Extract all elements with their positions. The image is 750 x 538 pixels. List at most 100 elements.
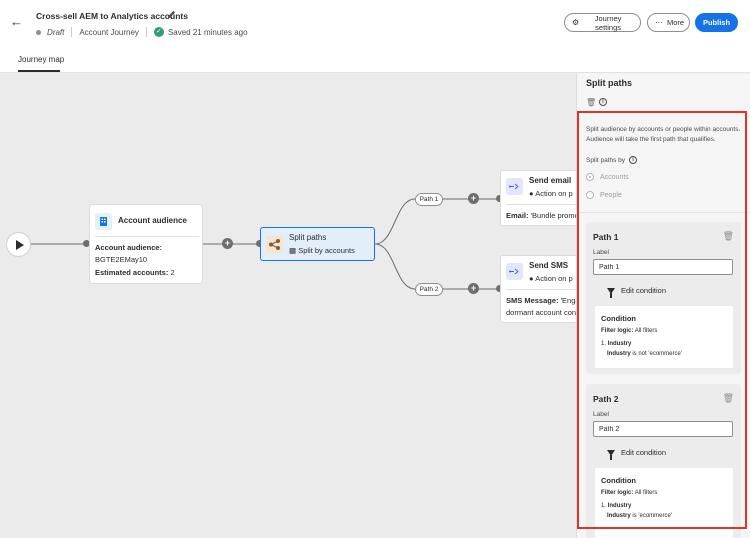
trash-icon[interactable]: 🗑 [722,231,734,241]
divider [71,27,73,37]
edit-condition-label: Edit condition [621,286,667,295]
edit-condition-label: Edit condition [621,448,667,457]
divider [577,212,750,213]
path-title: Path 1 [593,232,619,242]
journey-meta: Draft Account Journey ✓ Saved 21 minutes… [36,27,248,37]
action-on-text: Action on p [535,189,573,198]
info-icon[interactable]: i [599,98,607,106]
email-label: Email: [506,211,529,220]
panel-actions: 🗑 i [586,98,607,107]
node-title: Send SMS [529,261,569,270]
rule-name: Industry [607,503,632,509]
pencil-icon[interactable] [166,9,177,20]
person-icon: ● [529,189,534,198]
connector-lines [31,198,500,290]
sms-label: SMS Message: [506,296,559,305]
rule-index: 1. [601,503,607,509]
rule-text: is 'ecommerce' [632,513,672,519]
action-on-text: Action on p [535,274,573,283]
filter-logic: Filter logic: All filters [601,328,657,334]
add-step-icon[interactable]: + [468,193,479,204]
more-label: More [667,18,685,27]
edit-condition-button[interactable]: Edit condition [607,448,667,460]
condition-summary[interactable]: Condition Filter logic: All filters 1. I… [595,306,733,368]
checkmark-icon: ✓ [153,27,164,37]
trash-icon[interactable]: 🗑 [586,98,597,107]
path-label-input[interactable] [593,421,733,437]
panel-description: Split audience by accounts or people wit… [586,126,741,143]
connector-arrow-icon [83,240,90,247]
journey-settings-label: Journey settings [594,13,622,32]
radio-label: People [600,191,622,199]
split-by-field: Split paths by i [586,156,638,164]
sms-detail: SMS Message: 'Engag [506,296,584,305]
journey-header: ← Cross-sell AEM to Analytics accounts D… [0,0,750,73]
audience-label: Account audience: [95,243,163,252]
estimated-value: 2 [170,268,175,277]
filter-logic-value: All filters [634,328,658,334]
rule-text: is not 'ecommerce' [632,351,682,357]
highlight-box [577,111,747,529]
tab-journey-map[interactable]: Journey map [18,55,65,64]
node-title: Split paths [289,233,327,242]
path-title: Path 2 [593,394,619,404]
start-play-button[interactable] [6,232,31,257]
radio-label: Accounts [600,173,629,181]
edit-condition-button[interactable]: Edit condition [607,286,667,298]
divider [145,27,147,37]
condition-rule: Industry is 'ecommerce' [607,513,672,519]
saved-status: Saved 21 minutes ago [167,27,248,37]
path-1-pill[interactable]: Path 1 [415,193,443,206]
publish-button[interactable]: Publish [695,13,738,32]
more-button[interactable]: ··· More [647,13,690,32]
filter-logic-label: Filter logic: [601,490,634,496]
divider [95,236,199,237]
trash-icon[interactable]: 🗑 [722,393,734,403]
path-2-pill[interactable]: Path 2 [415,283,443,296]
estimated-label: Estimated accounts: [95,268,169,277]
rule-field: Industry [607,513,631,519]
radio-button[interactable] [586,173,594,181]
split-paths-node[interactable]: Split paths ▦ Split by accounts [260,227,375,261]
split-by-text: Split by accounts [298,246,355,255]
sms-detail-line2: dormant account con [506,308,577,317]
filter-icon [607,449,615,460]
journey-settings-button[interactable]: ⚙ Journey settings [564,13,641,32]
journey-title: Cross-sell AEM to Analytics accounts [36,11,188,21]
account-audience-node[interactable]: Account audience Account audience: BGTE2… [89,204,203,284]
status-label: Draft [47,27,65,37]
add-step-icon[interactable]: + [222,238,233,249]
active-tab-indicator [18,70,60,72]
more-dots-icon: ··· [655,18,663,27]
radio-button[interactable] [586,191,594,199]
settings-icon: ⚙ [572,18,580,27]
divider [506,204,577,205]
info-icon[interactable]: i [629,156,638,164]
condition-title: Condition [601,314,636,323]
connector-arrow-icon [496,285,503,292]
action-on-label: ● Action on p [529,274,573,283]
radio-accounts[interactable]: Accounts [586,173,629,181]
radio-people[interactable]: People [586,191,622,199]
connector-arrow-icon [496,195,503,202]
label-caption: Label [593,411,609,418]
node-title: Send email [529,176,572,185]
path-card-2: Path 2 🗑 Label Edit condition Condition … [586,384,741,538]
back-arrow-icon[interactable]: ← [10,14,23,29]
building-icon [95,213,112,230]
send-email-icon [506,178,523,195]
send-email-node[interactable]: Send email ● Action on p Email: 'Bundle … [500,170,579,226]
add-step-icon[interactable]: + [468,283,479,294]
node-title: Account audience [118,216,187,225]
journey-canvas[interactable]: Account audience Account audience: BGTE2… [0,73,584,538]
path-label-input[interactable] [593,259,733,275]
person-icon: ● [529,274,534,283]
send-sms-node[interactable]: Send SMS ● Action on p SMS Message: 'Eng… [500,255,584,323]
action-on-label: ● Action on p [529,189,573,198]
sms-value: 'Engag [560,296,584,305]
email-detail: Email: 'Bundle promo [506,211,579,220]
send-sms-icon [506,263,523,280]
status-dot-icon [36,29,41,35]
condition-rule-name: 1. Industry [601,341,631,347]
condition-summary[interactable]: Condition Filter logic: All filters 1. I… [595,468,733,538]
